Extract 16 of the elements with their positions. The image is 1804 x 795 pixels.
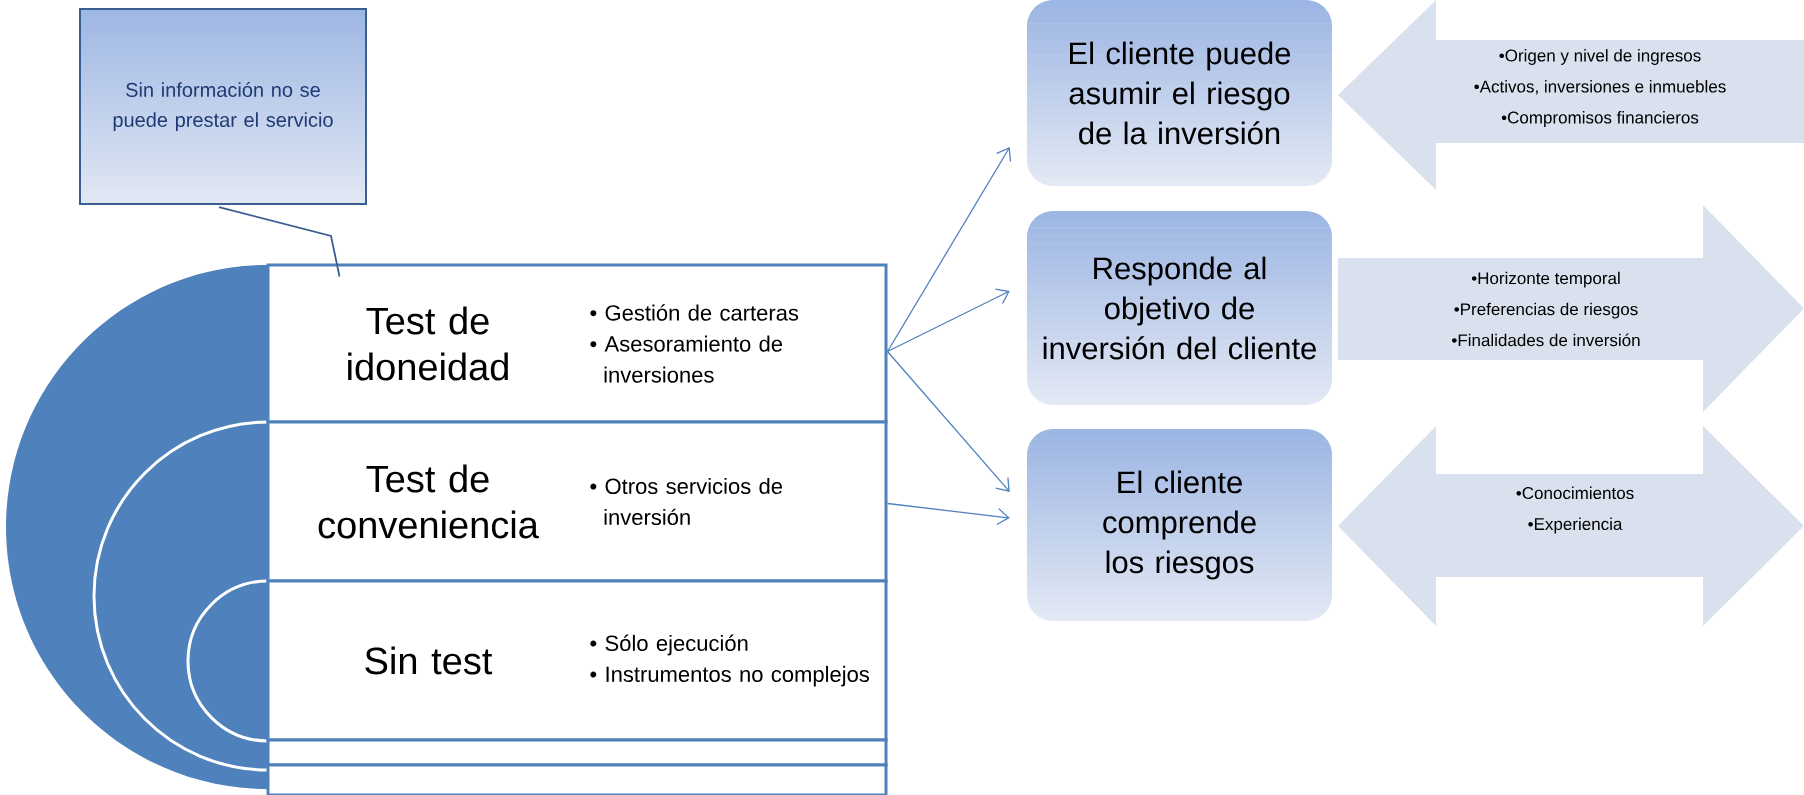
leader-line [218,206,341,278]
node-label: Responde al objetivo de inversión del cliente [1043,256,1316,360]
arrow [886,288,1010,353]
rounded-box: El cliente comprende los riesgos [1027,429,1332,621]
arrow [886,350,1010,492]
callout-box: Sin información no se puede prestar el servicio [79,8,367,205]
node-label: El cliente comprende los riesgos [1103,470,1256,580]
arrow [886,147,1012,353]
node-label: El cliente puede asumir el riesgo de la inversión [1069,41,1291,145]
rounded-box: Responde al objetivo de inversión del cliente [1027,211,1332,405]
empty-row [266,763,888,795]
arrow [886,502,1010,526]
table-row: Test de idoneidad • Gestión de carteras • Asesoramiento de inversiones [266,263,888,424]
rounded-box: El cliente puede asumir el riesgo de la inversión [1027,0,1332,186]
table-row: Test de conveniencia • Otros servicios de inversión [266,420,888,583]
empty-row [266,738,888,767]
